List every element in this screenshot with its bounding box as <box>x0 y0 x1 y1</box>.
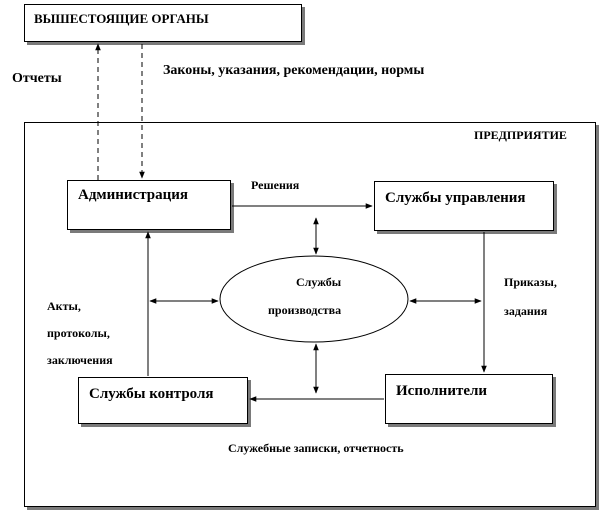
acts-label-line1: Акты, <box>47 299 81 313</box>
reports-label: Отчеты <box>12 71 62 86</box>
orders-label-line1: Приказы, <box>504 275 557 289</box>
acts-label-line3: заключения <box>47 353 113 367</box>
orders-label-line2: задания <box>504 304 548 318</box>
higher-bodies-box: ВЫШЕСТОЯЩИЕ ОРГАНЫ <box>24 4 302 42</box>
production-services-line2: производства <box>268 303 342 317</box>
executors-box: Исполнители <box>385 374 553 424</box>
laws-label: Законы, указания, рекомендации, нормы <box>163 63 425 78</box>
enterprise-label: ПРЕДПРИЯТИЕ <box>474 128 567 142</box>
administration-label: Администрация <box>78 187 189 203</box>
production-services-line1: Службы <box>296 275 342 289</box>
decisions-label: Решения <box>251 178 300 192</box>
administration-box: Администрация <box>67 180 231 230</box>
production-services-ellipse <box>219 255 409 343</box>
memos-label: Служебные записки, отчетность <box>228 441 404 455</box>
management-services-label: Службы управления <box>385 190 526 206</box>
control-services-label: Службы контроля <box>89 386 214 402</box>
control-services-box: Службы контроля <box>78 377 248 424</box>
higher-bodies-label: ВЫШЕСТОЯЩИЕ ОРГАНЫ <box>34 11 209 26</box>
acts-label-line2: протоколы, <box>47 326 110 340</box>
management-services-box: Службы управления <box>374 181 554 231</box>
executors-label: Исполнители <box>396 383 488 399</box>
enterprise-frame <box>24 122 596 507</box>
